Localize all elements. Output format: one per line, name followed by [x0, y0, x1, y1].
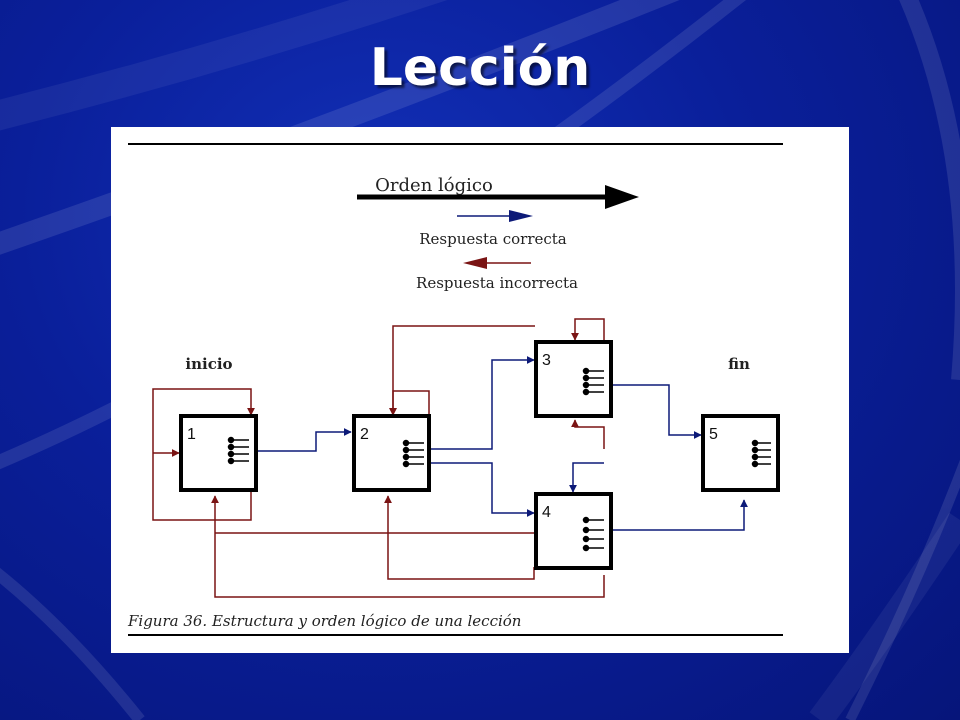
- edge-incorrect-3-2: [389, 325, 535, 416]
- edge-correct-3-5: [609, 384, 702, 439]
- node-5: 5: [701, 414, 780, 492]
- node-2-outputs: [402, 439, 424, 468]
- legend-logical-order-label: Orden lógico: [375, 175, 493, 196]
- node-3: 3: [534, 340, 613, 418]
- edge-incorrect-4-2: [384, 495, 535, 580]
- node-5-label: 5: [709, 426, 718, 443]
- node-1-outputs: [227, 436, 249, 465]
- legend-correct-label: Respuesta correcta: [419, 230, 567, 248]
- edge-correct-1-2: [249, 428, 352, 452]
- edge-correct-2-3: [424, 356, 535, 450]
- correct-edges: [249, 356, 748, 531]
- slide-title: Lección: [369, 38, 591, 98]
- edge-correct-2-4: [424, 462, 535, 517]
- node-4-label: 4: [542, 504, 551, 521]
- end-label: fin: [728, 355, 750, 373]
- edge-correct-3-4: [569, 462, 604, 493]
- logical-order-arrow: [357, 185, 639, 209]
- edge-correct-4-5: [609, 499, 748, 531]
- node-1: 1: [179, 414, 258, 492]
- legend-incorrect-label: Respuesta incorrecta: [416, 274, 578, 292]
- node-5-outputs: [751, 439, 771, 468]
- edge-incorrect-4-3: [571, 419, 605, 449]
- legend-incorrect-arrow: [463, 257, 531, 269]
- node-3-label: 3: [542, 352, 551, 369]
- diagram-canvas: Orden lógico Respuesta correcta Respuest…: [127, 143, 783, 636]
- edge-incorrect-4-1: [211, 495, 605, 598]
- node-4-outputs: [582, 516, 604, 552]
- node-2: 2: [352, 414, 431, 492]
- lesson-structure-figure: Orden lógico Respuesta correcta Respuest…: [111, 127, 849, 653]
- node-4: 4: [534, 492, 613, 570]
- node-2-label: 2: [360, 426, 369, 443]
- node-3-outputs: [582, 367, 604, 396]
- start-label: inicio: [185, 355, 232, 373]
- figure-caption: Figura 36. Estructura y orden lógico de …: [127, 612, 521, 630]
- edge-incorrect-1-1: [152, 388, 255, 521]
- legend-correct-arrow: [457, 210, 533, 222]
- node-1-label: 1: [187, 426, 196, 443]
